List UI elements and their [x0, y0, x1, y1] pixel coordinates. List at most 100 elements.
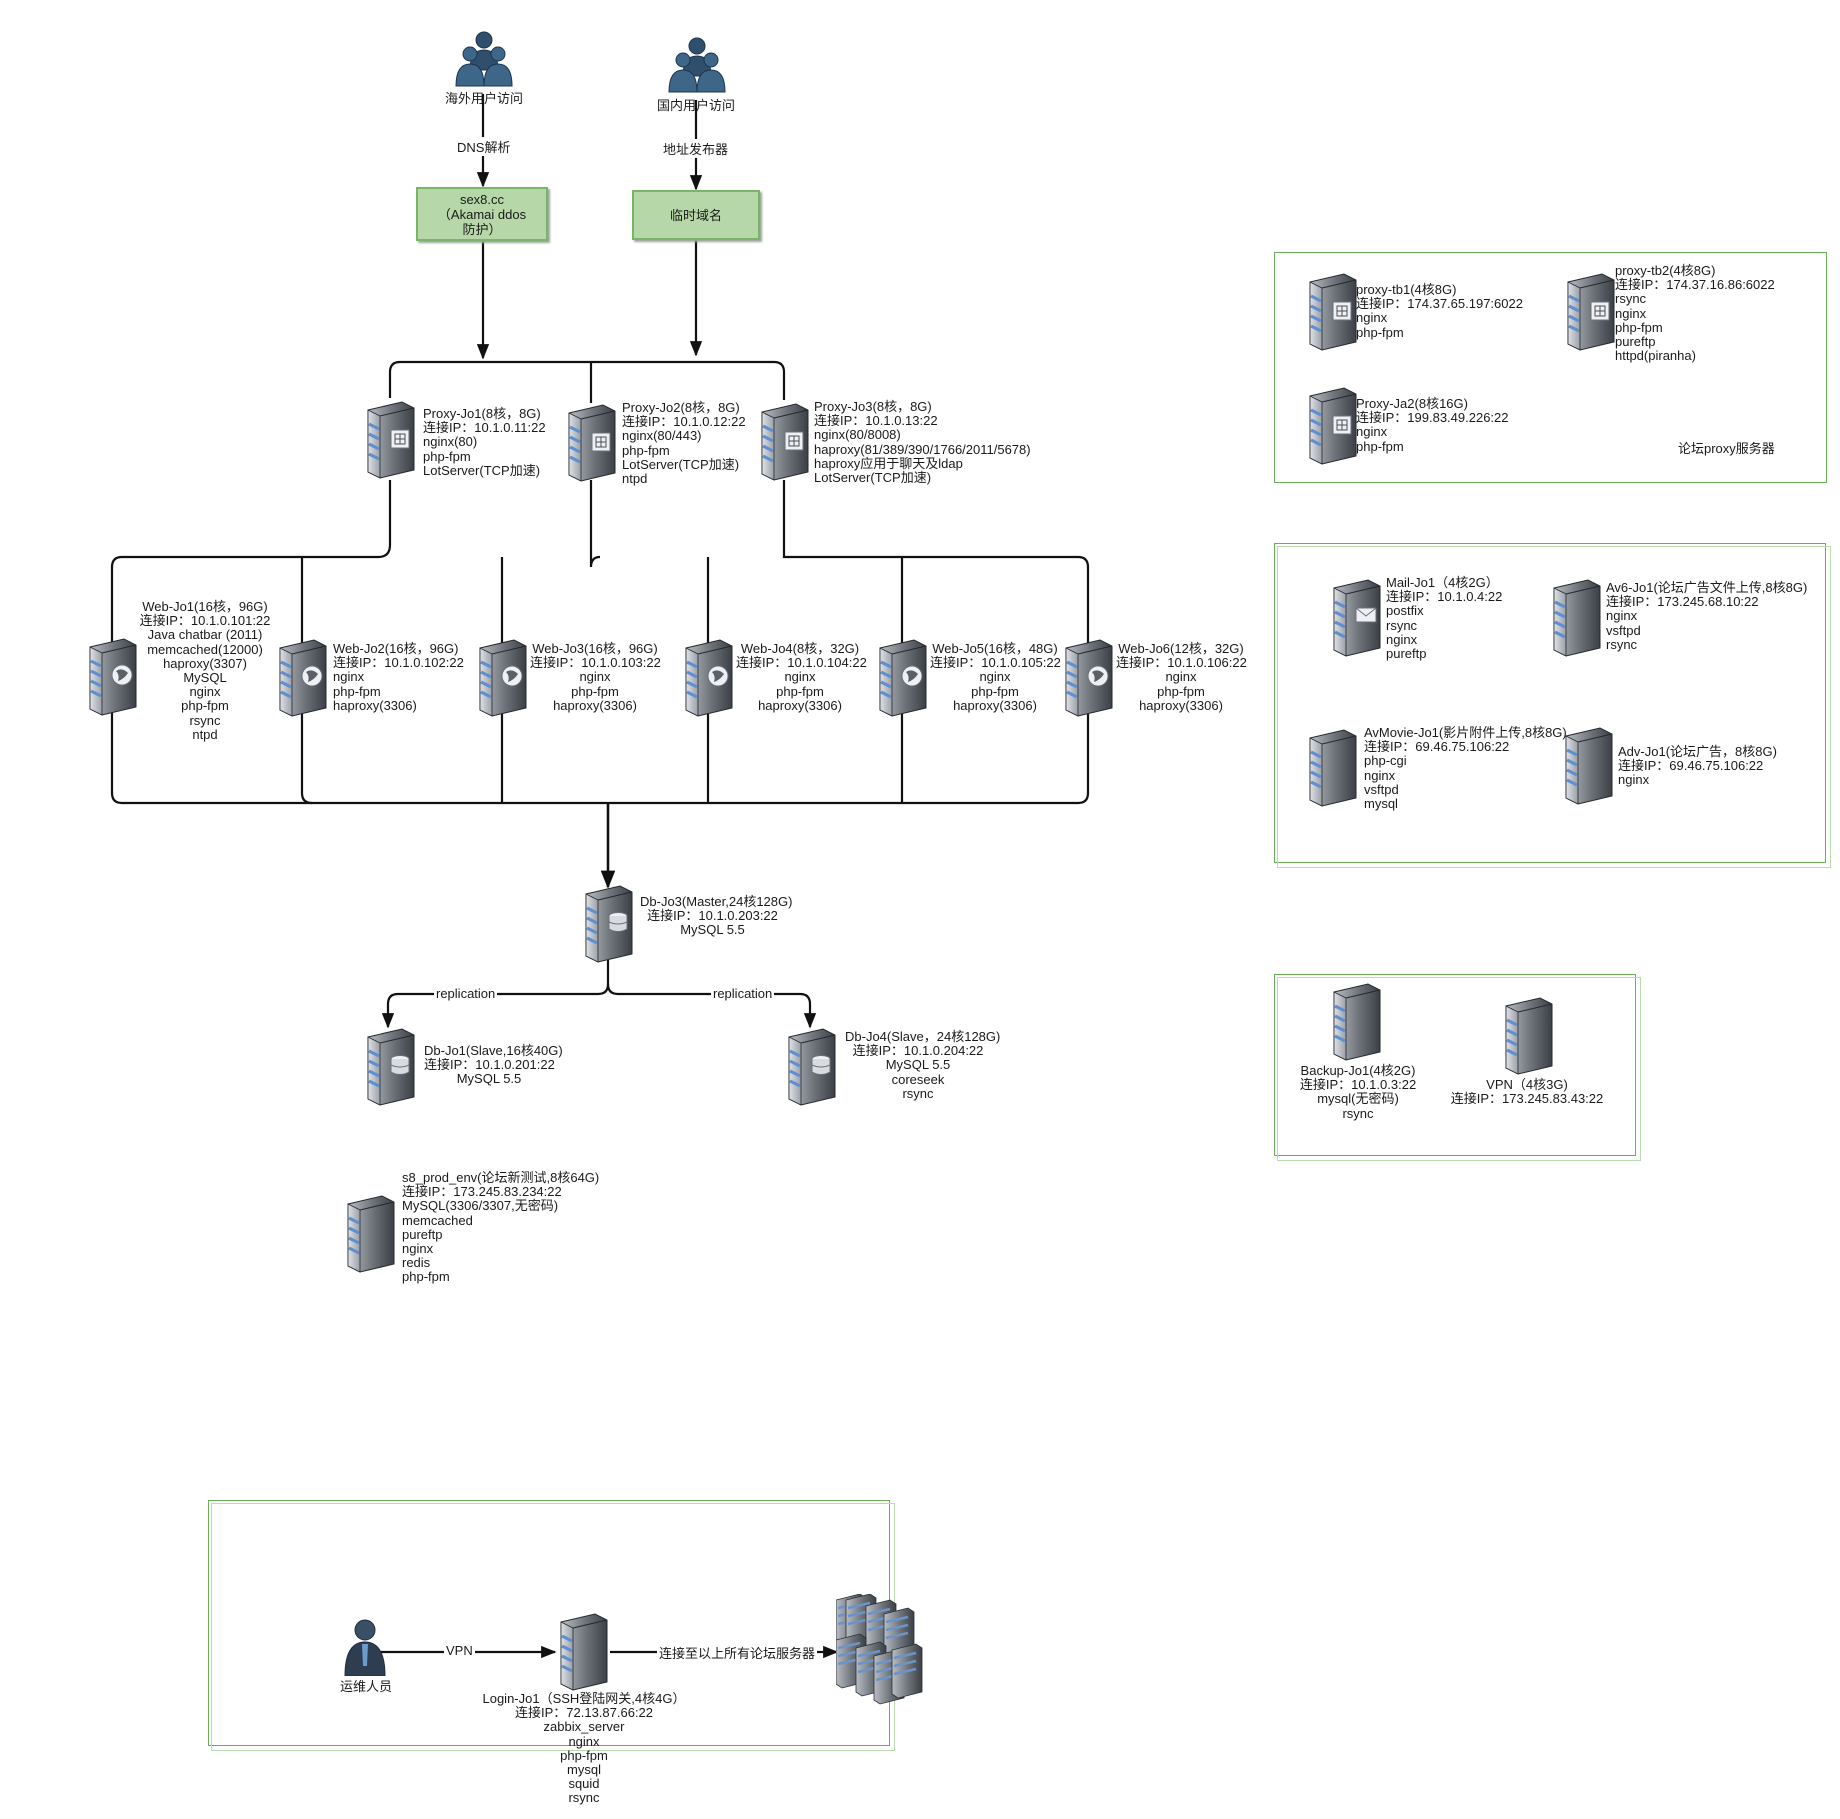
- web-badge: [901, 665, 923, 687]
- label-line: nginx: [1606, 608, 1638, 624]
- label-line: rsync: [1342, 1105, 1374, 1121]
- backup-group: [1274, 974, 1641, 1161]
- label-line: Web-Jo1(16核，96G): [142, 599, 268, 614]
- label-line: Web-Jo4(8核，32G): [740, 641, 860, 656]
- label-line: LotServer(TCP加速): [423, 462, 541, 478]
- server-icon: [680, 638, 736, 718]
- server-icon: [342, 1194, 398, 1274]
- label-line: MySQL(3306/3307,无密码): [402, 1198, 559, 1214]
- label-line: php-fpm: [1356, 324, 1404, 340]
- label-line: AvMovie-Jo1(影片附件上传,8核8G): [1364, 725, 1567, 740]
- label-line: postfix: [1386, 603, 1424, 619]
- label-line: pureftp: [402, 1226, 443, 1242]
- label-line: 连接IP：10.1.0.204:22: [852, 1043, 984, 1059]
- frame-badge: [1332, 301, 1352, 321]
- main-domain-line: 防护）: [462, 221, 502, 237]
- label-line: php-fpm: [402, 1269, 450, 1285]
- label-line: memcached: [402, 1212, 473, 1228]
- vpn-server-label: VPN（4核3G)连接IP：173.245.83.43:22: [1450, 1077, 1604, 1107]
- label-line: 连接IP：10.1.0.101:22: [139, 613, 271, 629]
- frame-badge: [1590, 301, 1610, 321]
- web-badge: [501, 665, 523, 687]
- server-icon: [474, 638, 530, 718]
- label-line: 连接IP：10.1.0.12:22: [622, 414, 746, 430]
- replication-left-label: replication: [434, 986, 498, 1001]
- label-line: LotServer(TCP加速): [814, 470, 932, 486]
- label-line: haproxy(81/389/390/1766/2011/5678): [814, 441, 1031, 457]
- label-line: 连接IP：10.1.0.103:22: [530, 655, 661, 671]
- label-line: 连接IP：10.1.0.106:22: [1116, 655, 1247, 671]
- mail-badge: [1355, 607, 1377, 623]
- domestic-users-label: 国内用户访问: [656, 98, 735, 113]
- label-line: LotServer(TCP加速): [622, 456, 740, 472]
- label-line: php-fpm: [571, 683, 619, 699]
- server-icon: [1328, 982, 1384, 1062]
- label-line: vsftpd: [1364, 781, 1399, 797]
- label-line: 连接IP：10.1.0.13:22: [814, 413, 938, 429]
- web-badge: [707, 665, 729, 687]
- label-line: nginx: [402, 1241, 434, 1257]
- label-line: Proxy-Jo3(8核，8G): [814, 399, 932, 414]
- label-line: pureftp: [1615, 334, 1656, 350]
- label-line: 连接IP：10.1.0.105:22: [930, 655, 1061, 671]
- label-line: Proxy-Jo2(8核，8G): [622, 400, 740, 415]
- label-line: nginx(80/443): [622, 428, 702, 444]
- server-icon: [1304, 728, 1360, 808]
- label-line: nginx: [1615, 305, 1647, 321]
- label-line: php-fpm: [423, 448, 471, 464]
- label-line: Av6-Jo1(论坛广告文件上传,8核8G): [1606, 580, 1808, 595]
- vpn-edge-label: VPN: [444, 1643, 475, 1658]
- label-line: rsync: [189, 712, 221, 728]
- server-icon: [1304, 272, 1360, 352]
- label-line: squid: [568, 1776, 600, 1792]
- label-line: MySQL 5.5: [885, 1057, 951, 1073]
- label-line: Proxy-Jo1(8核，8G): [423, 406, 541, 421]
- label-line: php-fpm: [333, 683, 381, 699]
- label-line: 连接IP：10.1.0.11:22: [423, 420, 546, 436]
- label-line: MySQL: [183, 670, 227, 686]
- label-line: Web-Jo2(16核，96G): [333, 641, 459, 656]
- label-line: nginx: [1356, 424, 1388, 440]
- label-line: rsync: [1386, 617, 1418, 633]
- overseas-users-label: 海外用户访问: [444, 91, 523, 106]
- label-line: mysql: [567, 1762, 601, 1778]
- label-line: 连接IP：173.245.68.10:22: [1606, 594, 1759, 610]
- label-line: nginx: [579, 669, 611, 685]
- label-line: zabbix_server: [543, 1719, 625, 1735]
- label-line: proxy-tb1(4核8G): [1356, 282, 1457, 297]
- label-line: redis: [402, 1255, 431, 1271]
- server-icon: [84, 637, 140, 717]
- label-line: php-fpm: [622, 442, 670, 458]
- label-line: vsftpd: [1606, 622, 1641, 638]
- label-line: Java chatbar (2011): [147, 627, 263, 643]
- label-line: nginx: [1618, 772, 1650, 788]
- label-line: nginx: [1165, 669, 1197, 685]
- forum-proxy-title: 论坛proxy服务器: [1678, 441, 1775, 456]
- label-line: 连接IP：10.1.0.4:22: [1386, 589, 1503, 605]
- label-line: Login-Jo1（SSH登陆网关,4核4G）: [482, 1691, 686, 1706]
- label-line: Backup-Jo1(4核2G): [1300, 1063, 1416, 1078]
- label-line: nginx(80/8008): [814, 427, 901, 443]
- label-line: nginx: [1364, 767, 1396, 783]
- label-line: 连接IP：69.46.75.106:22: [1618, 758, 1764, 774]
- label-line: ntpd: [192, 726, 218, 742]
- mail-server-icon: [1328, 578, 1384, 658]
- label-line: haproxy(3306): [953, 697, 1037, 713]
- label-line: php-fpm: [1615, 319, 1663, 335]
- label-line: php-fpm: [776, 683, 824, 699]
- frame-badge: [1332, 415, 1352, 435]
- login-jo1-label: Login-Jo1（SSH登陆网关,4核4G）连接IP：72.13.87.66:…: [474, 1691, 694, 1806]
- label-line: mysql(无密码): [1317, 1091, 1399, 1107]
- label-line: Mail-Jo1（4核2G）: [1386, 575, 1499, 590]
- label-line: 连接IP：173.245.83.43:22: [1450, 1091, 1604, 1107]
- label-line: Web-Jo3(16核，96G): [532, 641, 658, 656]
